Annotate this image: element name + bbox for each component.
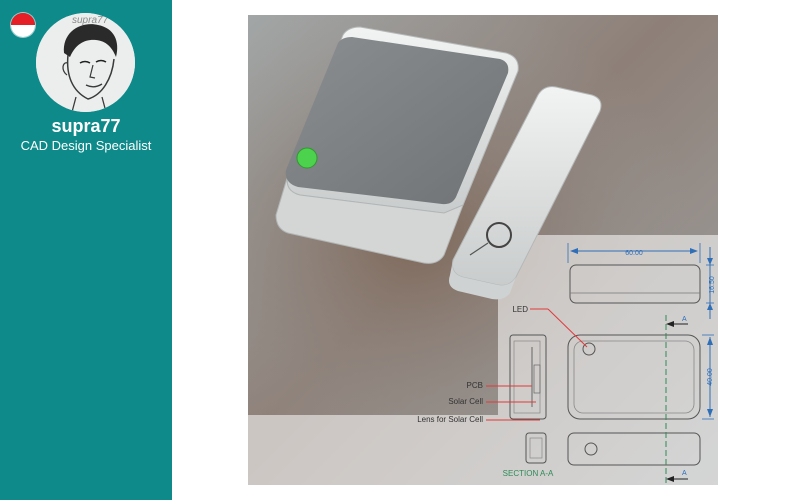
avatar-sketch-icon: supra77 [36, 13, 135, 112]
dim-width-label: 60.00 [625, 250, 643, 257]
section-marker-top: A [682, 316, 687, 323]
drawing-section-view [509, 334, 547, 420]
cad-rendering-svg: 60.00 16.50 40.00 A A [248, 15, 718, 485]
led-indicator-icon [296, 147, 318, 169]
avatar[interactable]: supra77 [36, 13, 135, 112]
callout-solar-cell: Solar Cell [448, 397, 483, 406]
callout-lens: Lens for Solar Cell [417, 415, 483, 424]
magnet-button-icon [486, 222, 512, 248]
drawing-top-view [569, 264, 701, 304]
drawing-front-view [567, 334, 701, 420]
avatar-watermark: supra77 [72, 15, 109, 26]
callout-led: LED [512, 305, 528, 314]
dim-depth-label: 40.00 [707, 368, 714, 386]
user-role: CAD Design Specialist [20, 138, 152, 153]
callout-pcb: PCB [467, 381, 483, 390]
profile-sidebar: supra77 supra77 CAD Design Specialist [0, 0, 172, 500]
sensor-magnet-unit [449, 86, 602, 300]
drawing-bottom-view [567, 432, 701, 466]
username[interactable]: supra77 [51, 116, 121, 136]
sensor-main-unit [275, 26, 519, 264]
product-showcase-image[interactable]: 60.00 16.50 40.00 A A [248, 15, 718, 485]
dim-height-label: 16.50 [709, 276, 716, 294]
indonesia-flag-icon [11, 13, 35, 37]
section-marker-bottom: A [682, 470, 687, 477]
section-title: SECTION A-A [503, 469, 554, 478]
